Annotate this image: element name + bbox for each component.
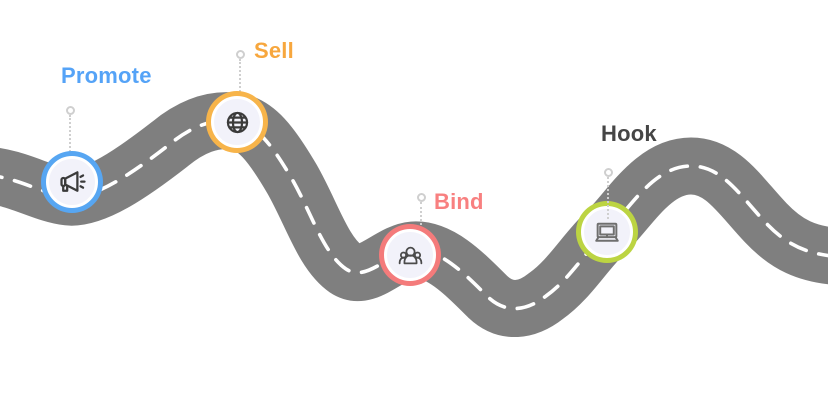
road-surface	[0, 92, 828, 337]
